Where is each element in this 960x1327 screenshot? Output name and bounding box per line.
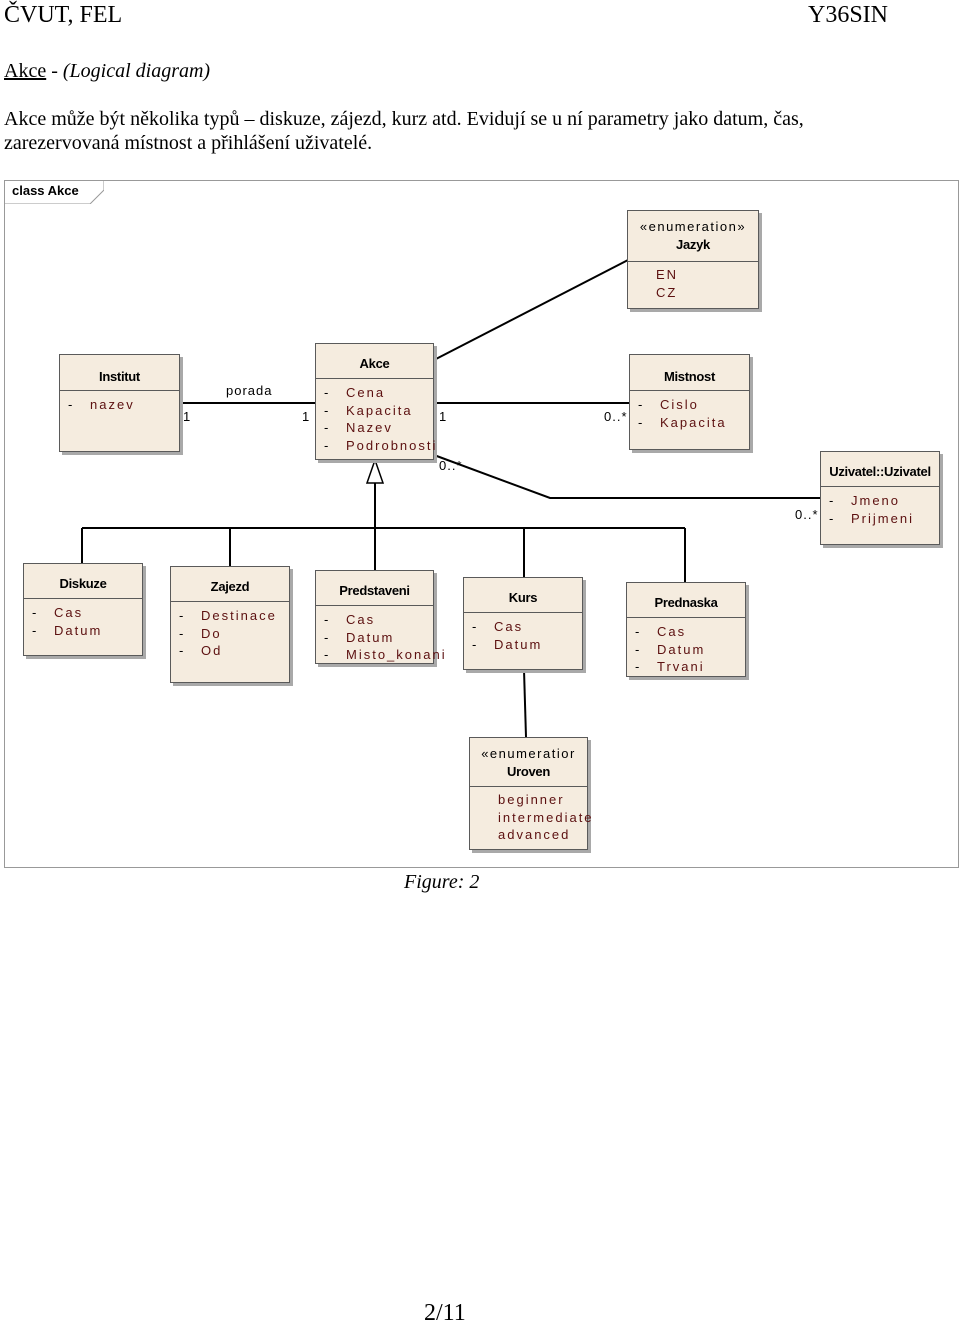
mistnost-attr: -Cislo: [638, 397, 699, 412]
institut-attr: -nazev: [68, 397, 135, 412]
section-title-sep: -: [46, 60, 63, 82]
predstaveni-attr: -Datum: [324, 629, 395, 645]
kurs-attr: -Cas: [472, 619, 524, 634]
multiplicity-mistnost: 0..*: [604, 409, 628, 424]
multiplicity-akce-uzivatel: 0..*: [439, 458, 463, 473]
section-title-subtitle: (Logical diagram): [62, 60, 211, 82]
jazyk-stereotype: «enumeration»: [639, 219, 747, 234]
diskuze-attr: -Datum: [32, 622, 103, 638]
diagram-frame: [4, 180, 959, 868]
uzivatel-attr: -Prijmeni: [829, 510, 914, 526]
zajezd-attr: -Do: [179, 625, 222, 641]
prednaska-attr: -Trvani: [635, 659, 705, 674]
class-uzivatel[interactable]: Uzivatel::Uzivatel -Jmeno -Prijmeni: [820, 451, 940, 545]
uroven-separator: [470, 786, 587, 787]
jazyk-literal: EN: [656, 267, 679, 282]
prednaska-name: Prednaska: [654, 595, 718, 610]
predstaveni-name: Predstaveni: [339, 583, 410, 598]
akce-separator: [316, 378, 433, 379]
predstaveni-attr: -Cas: [324, 612, 376, 627]
header-right: Y36SIN: [807, 2, 888, 28]
kurs-name: Kurs: [508, 590, 538, 605]
akce-attributes: -Cena -Kapacita -Nazev -Podrobnosti: [324, 384, 437, 454]
uroven-stereotype: «enumeratior: [481, 746, 576, 761]
predstaveni-separator: [316, 605, 433, 606]
kurs-attr: -Datum: [472, 636, 543, 652]
institut-separator: [60, 390, 179, 391]
institut-name: Institut: [99, 369, 140, 384]
zajezd-separator: [171, 601, 289, 602]
uroven-literal: intermediate: [498, 809, 594, 825]
jazyk-separator: [628, 261, 758, 262]
zajezd-attributes: -Destinace -Do -Od: [179, 607, 277, 660]
akce-attr: -Podrobnosti: [324, 437, 438, 453]
kurs-attributes: -Cas -Datum: [472, 618, 542, 653]
multiplicity-uzivatel: 0..*: [795, 507, 819, 522]
diskuze-name: Diskuze: [59, 576, 107, 591]
mistnost-attributes: -Cislo -Kapacita: [638, 396, 727, 431]
akce-attr: -Nazev: [324, 420, 393, 435]
class-mistnost[interactable]: Mistnost -Cislo -Kapacita: [629, 354, 750, 450]
jazyk-name: Jazyk: [676, 237, 710, 252]
uzivatel-attr: -Jmeno: [829, 493, 901, 508]
class-predstaveni[interactable]: Predstaveni -Cas -Datum -Misto_konani: [315, 570, 445, 664]
class-uroven[interactable]: «enumeratior Uroven beginner intermediat…: [469, 737, 592, 850]
diagram-frame-label: class Akce: [12, 183, 79, 198]
section-title: Akce - (Logical diagram): [4, 60, 210, 83]
class-kurs[interactable]: Kurs -Cas -Datum: [463, 577, 583, 670]
class-zajezd[interactable]: Zajezd -Destinace -Do -Od: [170, 566, 290, 683]
jazyk-literal: CZ: [656, 284, 678, 300]
class-prednaska[interactable]: Prednaska -Cas -Datum -Trvani: [626, 582, 746, 677]
page-number: 2/11: [424, 1300, 466, 1326]
uzivatel-separator: [821, 486, 939, 487]
zajezd-attr: -Od: [179, 643, 223, 658]
prednaska-separator: [627, 617, 745, 618]
diskuze-separator: [24, 598, 142, 599]
mistnost-name: Mistnost: [663, 369, 716, 384]
akce-name: Akce: [359, 356, 390, 371]
mistnost-attr: -Kapacita: [638, 414, 727, 430]
prednaska-attributes: -Cas -Datum -Trvani: [635, 623, 705, 676]
prednaska-attr: -Datum: [635, 641, 706, 657]
description-paragraph: Akce může být několika typů – diskuze, z…: [4, 108, 804, 154]
kurs-separator: [464, 612, 582, 613]
predstaveni-attr: -Misto_konani: [324, 647, 447, 662]
class-institut[interactable]: Institut -nazev: [59, 354, 180, 452]
diskuze-attr: -Cas: [32, 605, 84, 620]
uroven-literal: advanced: [498, 827, 571, 842]
diskuze-attributes: -Cas -Datum: [32, 604, 102, 639]
figure-caption: Figure: 2: [404, 871, 480, 893]
zajezd-name: Zajezd: [210, 579, 250, 594]
class-jazyk[interactable]: «enumeration» Jazyk EN CZ: [627, 210, 759, 309]
diagram-frame-tab: [4, 180, 104, 204]
zajezd-attr: -Destinace: [179, 608, 277, 623]
multiplicity-institut: 1: [183, 409, 192, 424]
uroven-literals: beginner intermediate advanced: [498, 791, 594, 844]
prednaska-attr: -Cas: [635, 624, 687, 639]
class-akce[interactable]: Akce -Cena -Kapacita -Nazev -Podrobnosti: [315, 343, 437, 460]
class-diskuze[interactable]: Diskuze -Cas -Datum: [23, 563, 143, 656]
jazyk-literals: EN CZ: [656, 266, 678, 301]
multiplicity-akce-porada: 1: [302, 409, 311, 424]
akce-attr: -Kapacita: [324, 402, 413, 418]
mistnost-separator: [630, 390, 749, 391]
uzivatel-name: Uzivatel::Uzivatel: [829, 464, 931, 479]
uroven-literal: beginner: [498, 792, 565, 807]
uzivatel-attributes: -Jmeno -Prijmeni: [829, 492, 914, 527]
header-left: ČVUT, FEL: [4, 2, 123, 28]
multiplicity-akce-mistnost: 1: [439, 409, 448, 424]
association-label-porada: porada: [226, 383, 273, 398]
uroven-name: Uroven: [507, 764, 550, 779]
section-title-name: Akce: [4, 60, 47, 82]
akce-attr: -Cena: [324, 385, 386, 400]
predstaveni-attributes: -Cas -Datum -Misto_konani: [324, 611, 447, 664]
institut-attributes: -nazev: [68, 396, 135, 414]
